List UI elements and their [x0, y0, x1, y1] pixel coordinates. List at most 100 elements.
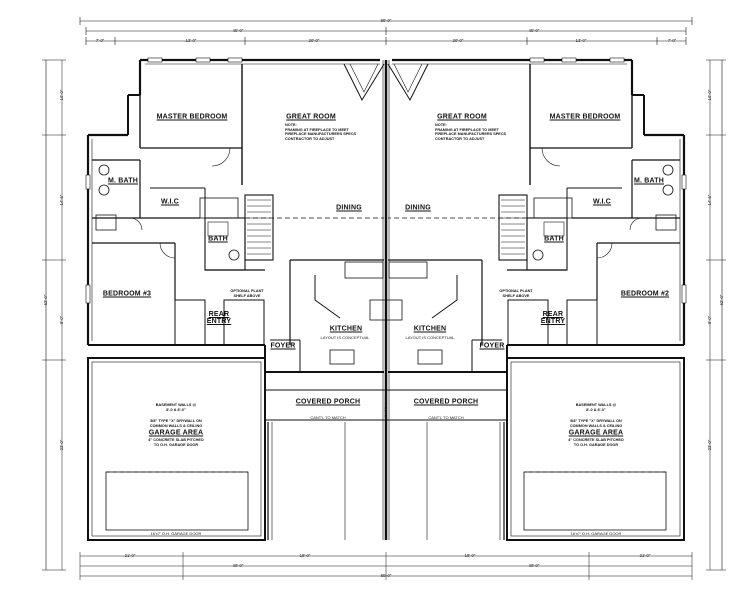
label-kitchen-left: KITCHEN [329, 325, 363, 333]
note-garage-door-left: 16'x7' O.H. GARAGE DOOR [150, 531, 202, 536]
door-swing-left [159, 242, 176, 259]
window-left [227, 57, 243, 63]
label-bath-right: BATH [544, 235, 564, 243]
note-garage-walls-right: BASEMENT WALLS @ 8'-0 & 8'-0" [575, 403, 617, 412]
bath-toilet-right [532, 249, 544, 261]
window-right [529, 57, 545, 63]
window-left [147, 57, 163, 63]
fireplace-inner-right [393, 63, 423, 93]
fireplace-inner-left [349, 63, 379, 93]
window-right [681, 284, 687, 304]
sink-right [662, 184, 674, 196]
note-cantilever-right: CANT'L TO MATCH [428, 415, 464, 420]
dim-half-bottom-left: 40'-0" [232, 562, 244, 568]
note-fireplace-right: NOTE: FRAMING AT FIREPLACE TO MEET FIREP… [435, 123, 507, 142]
note-fireplace-left: NOTE: FRAMING AT FIREPLACE TO MEET FIREP… [285, 123, 357, 142]
tub-left [199, 197, 239, 219]
kitchen-counter-left [344, 261, 384, 279]
window-right [681, 174, 687, 190]
dim-left-1: 10'-0" [58, 89, 64, 101]
label-bedroom-2: BEDROOM #2 [620, 290, 670, 298]
label-foyer-left: FOYER [270, 342, 296, 350]
garage-right [506, 357, 685, 541]
stair-left [244, 194, 274, 261]
dim-overall-depth-right: 62'-0" [718, 294, 724, 306]
range-right [385, 299, 403, 321]
range-left [369, 299, 387, 321]
dim-top-seg-5: 13'-0" [575, 37, 587, 43]
note-garage-slab-left: 4" CONCRETE SLAB PITCHED TO O.H. GARAGE … [148, 438, 204, 447]
dim-top-seg-2: 13'-0" [185, 37, 197, 43]
garage-door-outline-left [105, 471, 249, 531]
dim-overall-top: 80'-0" [380, 17, 392, 23]
note-cantilever-left: CANT'L TO MATCH [310, 415, 346, 420]
note-garage-slab-right: 4" CONCRETE SLAB PITCHED TO O.H. GARAGE … [568, 438, 624, 447]
dim-bottom-seg-3: 19'-0" [464, 552, 476, 558]
closet-left [174, 299, 206, 346]
label-rear-entry-right: REAR ENTRY [540, 311, 566, 325]
window-right [561, 57, 577, 63]
note-garage-drywall-left: 5/8" TYPE "X" DRYWALL ON COMMON WALLS & … [149, 419, 203, 428]
kitchen-island-right [431, 275, 458, 319]
label-wic-right: W.I.C [592, 198, 612, 206]
window-right [609, 57, 625, 63]
dim-half-top-left: 40'-0" [232, 27, 244, 33]
door-swing-left [129, 217, 143, 231]
label-bath-left: BATH [208, 235, 228, 243]
rear-entry-right [507, 299, 549, 346]
note-party-wall: PARTY WALL [383, 392, 388, 418]
dim-bottom-seg-1: 21'-0" [124, 552, 136, 558]
label-dining-left: DINING [336, 204, 362, 212]
garage-inner-left [91, 361, 262, 537]
window-left [85, 284, 91, 304]
label-great-room-right: GREAT ROOM [437, 113, 487, 121]
label-wic-left: W.I.C [160, 198, 180, 206]
note-plant-shelf-left: OPTIONAL PLANT SHELF ABOVE [230, 289, 264, 298]
garage-door-outline-right [523, 471, 667, 531]
garage-inner-right [510, 361, 681, 537]
label-covered-porch-left: COVERED PORCH [295, 398, 361, 406]
closet-right [566, 299, 598, 346]
dim-half-top-right: 40'-0" [528, 27, 540, 33]
dim-left-3: 9'-0" [58, 315, 64, 325]
dim-right-2: 14'-6" [706, 194, 712, 206]
label-rear-entry-left: REAR ENTRY [206, 311, 232, 325]
label-garage-area-left: GARAGE AREA [148, 429, 204, 437]
dim-right-3: 9'-0" [706, 315, 712, 325]
door-swing-right [629, 217, 643, 231]
dim-left-4: 22'-0" [58, 439, 64, 451]
fireplace-right [387, 63, 429, 102]
dim-bottom-seg-4: 21'-0" [639, 552, 651, 558]
bath-vanity-left [207, 221, 229, 237]
label-master-bedroom-right: MASTER BEDROOM [549, 113, 621, 121]
label-great-room-left: GREAT ROOM [286, 113, 336, 121]
note-kitchen-left: LAYOUT IS CONCEPTUAL [320, 335, 370, 340]
rear-entry-left [223, 299, 265, 346]
sink-left [98, 184, 110, 196]
door-swing-left [211, 147, 231, 167]
dim-left-2: 14'-6" [58, 194, 64, 206]
dim-top-seg-3: 20'-0" [308, 37, 320, 43]
tub-right [533, 197, 573, 219]
dim-right-1: 10'-0" [706, 89, 712, 101]
label-m-bath-right: M. BATH [633, 177, 665, 185]
bath-room-right [526, 217, 568, 271]
label-m-bath-left: M. BATH [107, 177, 139, 185]
label-master-bedroom-left: MASTER BEDROOM [156, 113, 228, 121]
note-garage-walls-left: BASEMENT WALLS @ 8'-0 & 8'-0" [155, 403, 197, 412]
note-garage-drywall-right: 5/8" TYPE "X" DRYWALL ON COMMON WALLS & … [569, 419, 623, 428]
dim-bottom-seg-2: 19'-0" [299, 552, 311, 558]
window-left [195, 57, 211, 63]
label-dining-right: DINING [405, 204, 431, 212]
label-foyer-right: FOYER [479, 342, 505, 350]
label-kitchen-right: KITCHEN [413, 325, 447, 333]
dim-top-seg-4: 20'-0" [452, 37, 464, 43]
window-left [85, 174, 91, 190]
sink-left [329, 349, 355, 365]
dim-half-bottom-right: 40'-0" [528, 562, 540, 568]
dim-right-4: 22'-0" [706, 439, 712, 451]
door-swing-right [541, 147, 561, 167]
label-covered-porch-right: COVERED PORCH [413, 398, 479, 406]
